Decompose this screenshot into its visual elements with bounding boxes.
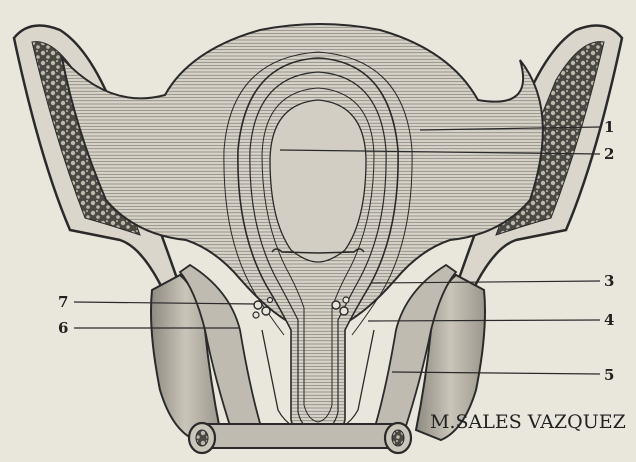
label-6: 6 (58, 319, 68, 337)
leader-line-3 (372, 281, 600, 283)
leader-line-5 (392, 372, 600, 374)
label-1: 1 (604, 118, 614, 136)
label-5: 5 (604, 366, 614, 384)
pubic-bar (189, 423, 411, 453)
label-2: 2 (604, 145, 614, 163)
label-4: 4 (604, 311, 614, 329)
uterus (224, 52, 412, 442)
label-7: 7 (58, 293, 68, 311)
artist-signature: M.SALES VAZQUEZ (430, 411, 626, 433)
label-3: 3 (604, 272, 614, 290)
